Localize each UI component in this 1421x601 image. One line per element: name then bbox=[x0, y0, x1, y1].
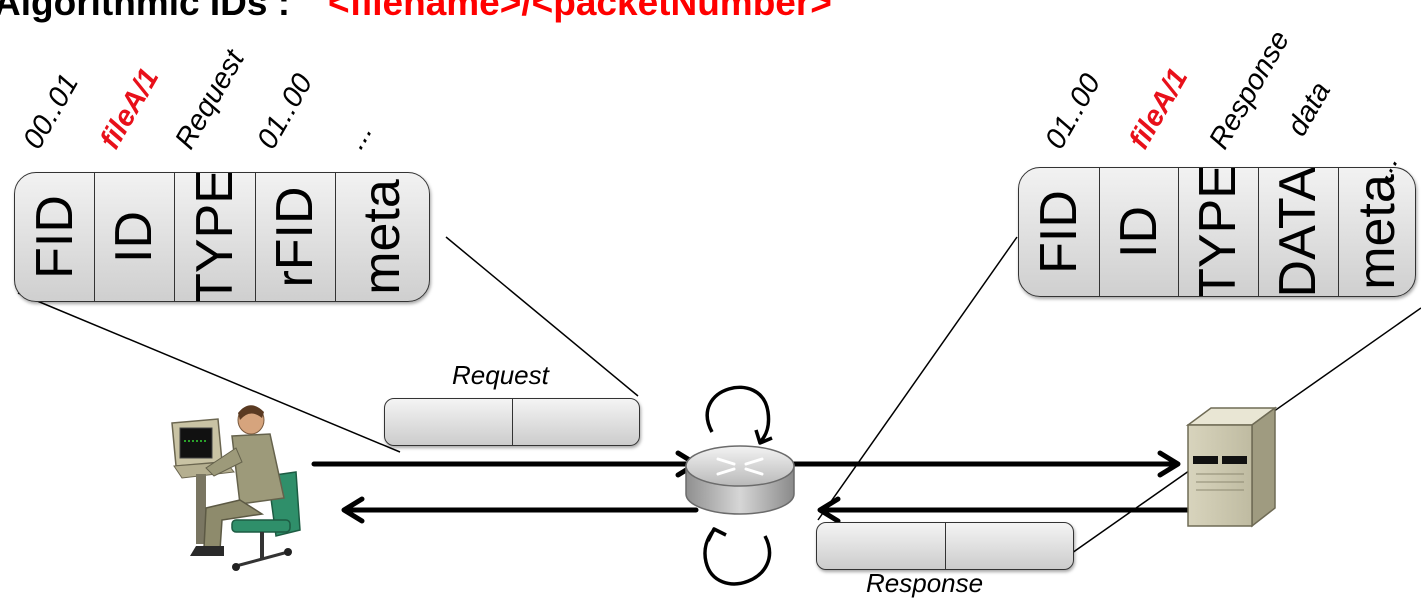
request-field-id: ID bbox=[94, 173, 175, 301]
field-label: meta bbox=[353, 179, 411, 295]
callout-line-request-left bbox=[17, 292, 401, 453]
request-field-type: TYPE bbox=[174, 173, 256, 301]
response-packet-header: FID ID TYPE DATA meta bbox=[1018, 167, 1416, 297]
callout-line-response-left bbox=[817, 236, 1018, 521]
callout-line-request-right bbox=[445, 236, 639, 397]
arrow-head-right bbox=[1157, 450, 1181, 478]
page-title: Algorithmic IDs : <filename>/<packetNumbe… bbox=[0, 0, 832, 21]
response-field-type: TYPE bbox=[1178, 168, 1259, 296]
response-field-meta: meta bbox=[1338, 168, 1415, 296]
field-label: DATA bbox=[1269, 167, 1327, 297]
mini-packet-body bbox=[945, 523, 1073, 569]
field-label: TYPE bbox=[1189, 167, 1247, 297]
response-field-data: DATA bbox=[1258, 168, 1339, 296]
mini-packet-header bbox=[385, 399, 513, 445]
request-caption: Request bbox=[452, 360, 549, 390]
title-pattern: <filename>/<packetNumber> bbox=[328, 0, 832, 23]
title-prefix: Algorithmic IDs : bbox=[0, 0, 291, 23]
mini-packet-body bbox=[512, 399, 639, 445]
router-loop-top bbox=[705, 385, 773, 445]
router-loop-bottom bbox=[703, 527, 772, 586]
response-field-id: ID bbox=[1099, 168, 1179, 296]
field-label: ID bbox=[1109, 206, 1168, 258]
arrow-head-left bbox=[817, 496, 841, 524]
field-label: ID bbox=[105, 211, 163, 263]
request-field-fid: FID bbox=[15, 173, 95, 301]
mini-packet-header bbox=[817, 523, 946, 569]
request-field-rfid: rFID bbox=[255, 173, 336, 301]
arrow-head-left bbox=[341, 496, 365, 524]
flow-arrows bbox=[311, 450, 1195, 524]
response-field-fid: FID bbox=[1019, 168, 1100, 296]
response-caption: Response bbox=[866, 568, 984, 598]
callout-lines bbox=[17, 236, 1421, 554]
server-icon bbox=[1185, 406, 1278, 528]
field-label: TYPE bbox=[185, 172, 244, 302]
user-at-computer-icon bbox=[171, 405, 301, 571]
router-icon bbox=[685, 445, 795, 515]
field-label: meta bbox=[1347, 174, 1406, 290]
field-label: FID bbox=[25, 195, 84, 279]
request-packet-header: FID ID TYPE rFID meta bbox=[14, 172, 430, 302]
response-mini-packet bbox=[816, 522, 1074, 570]
request-mini-packet bbox=[384, 398, 640, 446]
request-field-meta: meta bbox=[335, 173, 429, 301]
field-label: FID bbox=[1030, 190, 1088, 274]
field-label: rFID bbox=[266, 186, 324, 288]
